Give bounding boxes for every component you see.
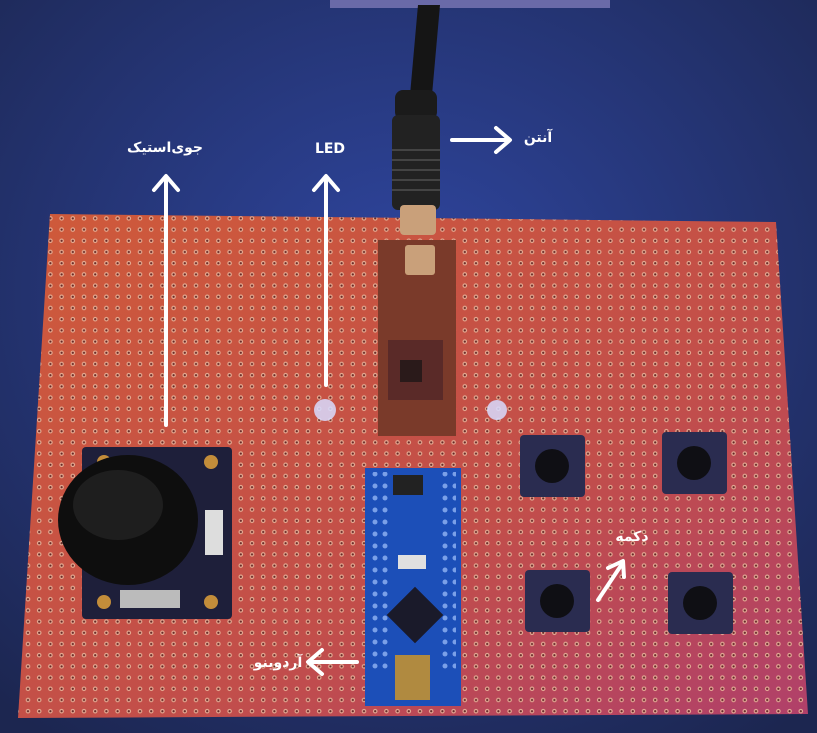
led-right — [487, 400, 507, 420]
top-object — [330, 0, 610, 8]
antenna — [392, 5, 440, 235]
label-antenna: آنتن — [524, 128, 554, 146]
arrow-right-icon-antenna — [450, 126, 512, 154]
joystick-module — [58, 447, 232, 619]
led-left — [314, 399, 336, 421]
push-button — [520, 435, 585, 497]
label-led: LED — [315, 141, 345, 157]
push-button — [668, 572, 733, 634]
label-joystick: جوی‌استیک — [127, 140, 203, 156]
arrow-up-icon-joystick — [152, 174, 180, 427]
push-button — [662, 432, 727, 494]
label-button: دکمه — [615, 529, 648, 545]
arrow-left-icon-arduino — [306, 648, 359, 676]
arrow-diagonal-icon-button — [596, 559, 626, 602]
label-arduino: آردوینو — [253, 653, 304, 671]
push-button — [525, 570, 590, 632]
arduino-nano — [365, 468, 461, 706]
rf-module — [378, 240, 456, 436]
arrow-up-icon-led — [312, 174, 340, 387]
